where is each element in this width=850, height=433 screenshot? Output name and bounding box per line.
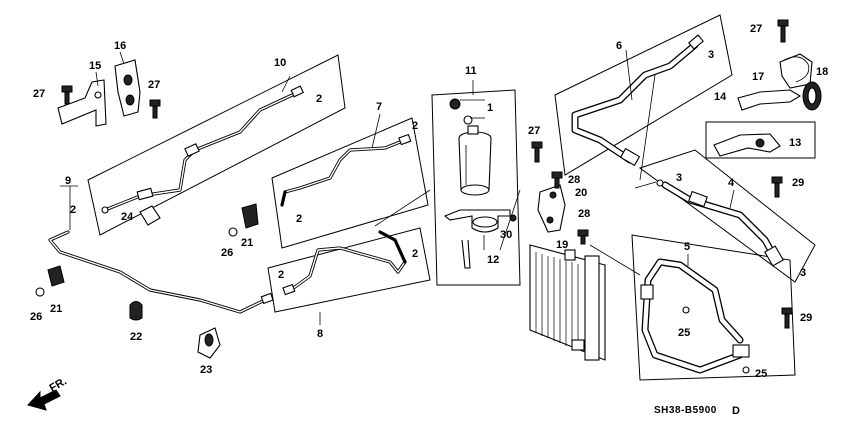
callout-27: 27 [750, 23, 762, 35]
callout-2: 2 [278, 269, 284, 281]
callout-24: 24 [121, 211, 134, 223]
condenser [529, 244, 606, 361]
callout-3: 3 [800, 267, 806, 279]
callout-2: 2 [70, 204, 76, 216]
pipe-8 [282, 230, 407, 325]
callout-5: 5 [684, 241, 690, 253]
callout-15: 15 [89, 60, 101, 72]
front-label: FR. [48, 375, 69, 394]
routing-lines [374, 74, 657, 276]
callout-3: 3 [708, 49, 714, 61]
callout-21: 21 [241, 237, 253, 249]
box-pipe-10 [87, 54, 346, 236]
callout-27: 27 [148, 79, 160, 91]
callout-25: 25 [678, 327, 690, 339]
callout-27: 27 [33, 88, 45, 100]
pipe-7 [280, 113, 412, 207]
callout-9: 9 [65, 175, 71, 187]
front-direction-indicator: FR. [27, 375, 69, 411]
callout-labels: 1 2 2 2 2 2 2 3 3 3 4 5 6 7 8 9 10 11 12… [30, 23, 828, 380]
box-hose-5 [631, 234, 796, 381]
box-receiver-11 [431, 89, 521, 286]
hose-6 [571, 34, 704, 167]
callout-4: 4 [728, 177, 735, 189]
callout-28: 28 [568, 174, 580, 186]
callout-28: 28 [578, 208, 590, 220]
callout-21: 21 [50, 303, 62, 315]
clamp-24 [139, 205, 161, 226]
callout-26: 26 [221, 247, 233, 259]
hose-5 [640, 254, 750, 374]
pipe-10 [101, 75, 304, 214]
callout-30: 30 [500, 229, 512, 241]
callout-18: 18 [816, 66, 828, 78]
clamp-16 [114, 51, 141, 117]
callout-2: 2 [412, 248, 418, 260]
diagram-code-text: SH38-B5900 [654, 405, 717, 416]
clamp-23 [197, 327, 221, 359]
callout-14: 14 [714, 91, 727, 103]
callout-7: 7 [376, 101, 382, 113]
box-pipe-7 [271, 117, 429, 249]
callout-27: 27 [528, 125, 540, 137]
bracket-14-17 [737, 53, 813, 111]
diagram-code: SH38-B5900 D [654, 405, 740, 417]
callout-8: 8 [317, 328, 323, 340]
callout-26: 26 [30, 311, 42, 323]
callout-11: 11 [465, 65, 477, 77]
bolts [61, 19, 793, 329]
clamp-22 [129, 301, 143, 321]
bracket-13 [713, 133, 781, 157]
diagram-revision-mark: D [732, 405, 740, 417]
callout-29: 29 [792, 177, 804, 189]
callout-3: 3 [676, 172, 682, 184]
callout-20: 20 [575, 187, 587, 199]
callout-22: 22 [130, 331, 142, 343]
box-hose-6 [554, 14, 733, 176]
callout-6: 6 [616, 40, 622, 52]
grommet-18 [802, 81, 822, 111]
callout-25: 25 [755, 368, 767, 380]
assembly-boxes [87, 14, 816, 381]
callout-1: 1 [487, 102, 493, 114]
callout-2: 2 [296, 213, 302, 225]
callout-16: 16 [114, 40, 126, 52]
box-pipe-8 [267, 227, 431, 313]
callout-2: 2 [412, 120, 418, 132]
callout-10: 10 [274, 57, 286, 69]
callout-29: 29 [800, 312, 812, 324]
receiver-dryer-11 [443, 80, 517, 269]
clamp-21-26-mid [228, 203, 259, 237]
box-hose-4 [638, 149, 816, 283]
clamp-21-26-left [35, 265, 65, 297]
callout-17: 17 [752, 71, 764, 83]
bracket-15 [57, 71, 107, 127]
hose-4 [656, 179, 784, 267]
callout-23: 23 [200, 364, 212, 376]
callout-19: 19 [556, 239, 568, 251]
box-bracket-13 [705, 121, 816, 159]
callout-13: 13 [789, 137, 801, 149]
front-arrow-icon [27, 389, 61, 411]
callout-12: 12 [487, 254, 499, 266]
pipe-9 [48, 185, 274, 314]
bracket-19-20 [537, 184, 566, 233]
callout-2: 2 [316, 93, 322, 105]
